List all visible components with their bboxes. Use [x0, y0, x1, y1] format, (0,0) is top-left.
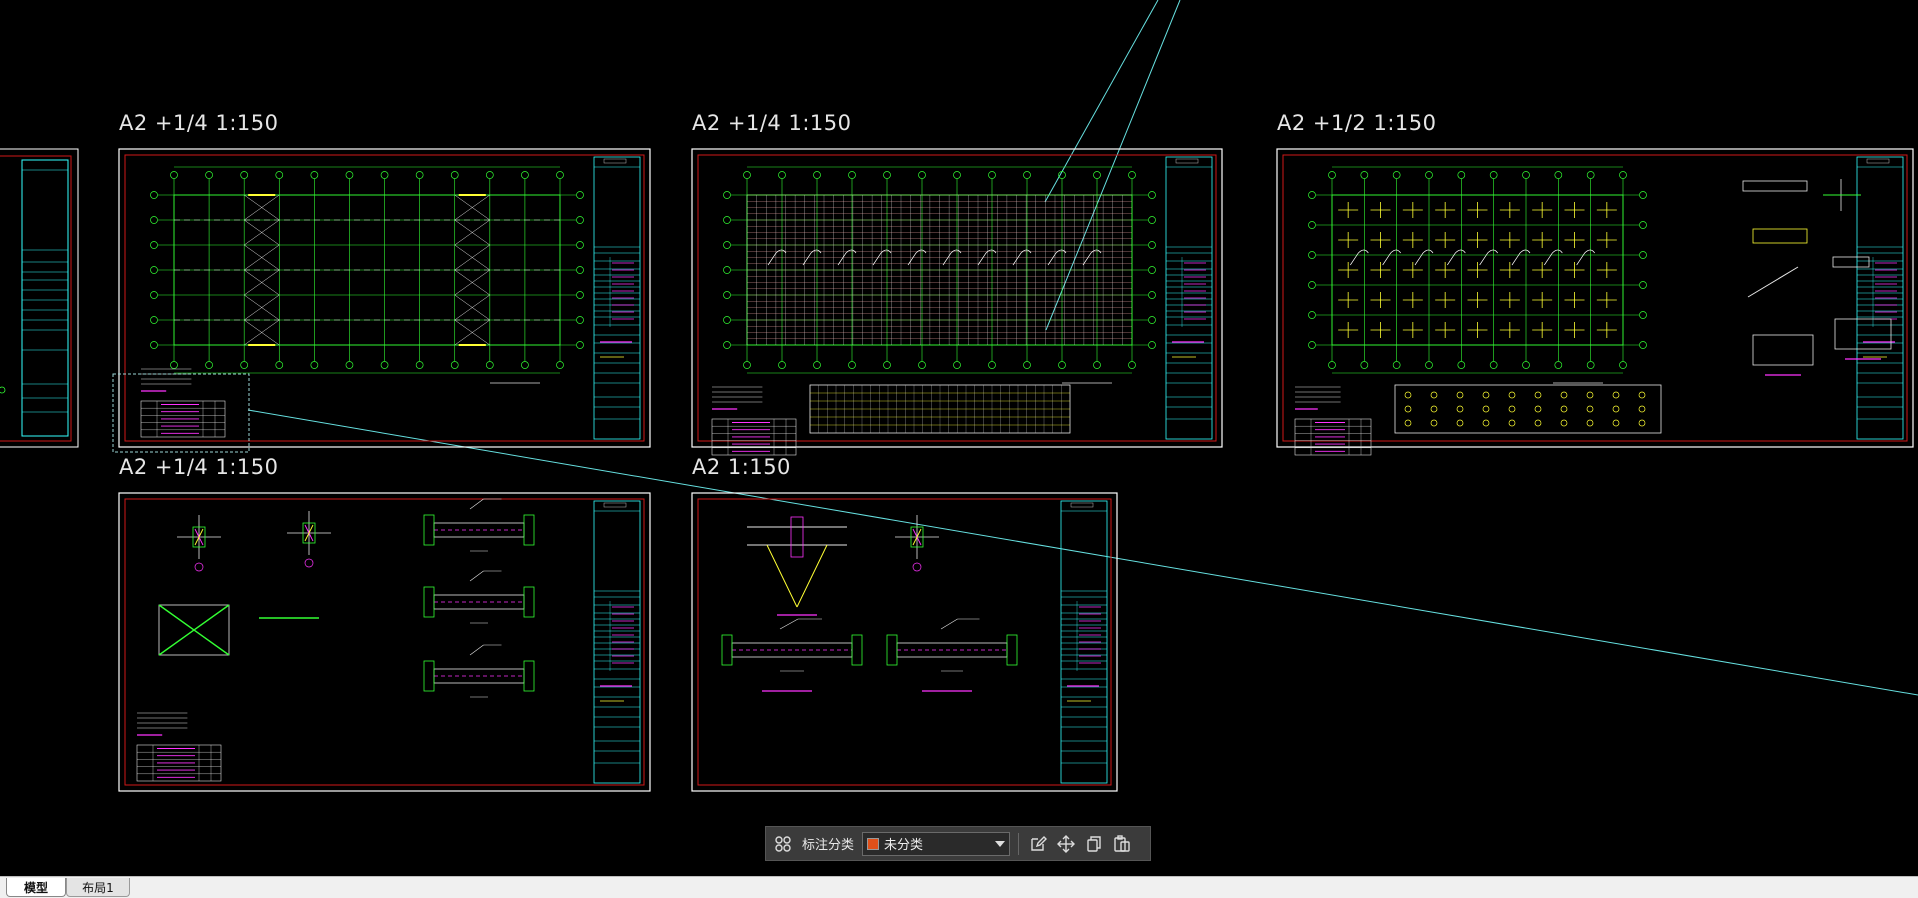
category-color-swatch: [867, 837, 880, 850]
move-icon[interactable]: [1055, 833, 1077, 855]
tab-layout1[interactable]: 布局1: [66, 878, 130, 897]
sheet-label: A2 +1/4 1:150: [119, 455, 279, 479]
category-label: 标注分类: [802, 838, 855, 853]
chevron-down-icon: [995, 840, 1006, 847]
sheet-label: A2 +1/2 1:150: [1277, 111, 1437, 135]
annotation-toolbar: 标注分类 未分类: [765, 826, 1151, 861]
drawing-canvas[interactable]: A2 +1/4 1:150 A2 +1/4 1:150 A2 +1/2 1:15…: [0, 0, 1918, 876]
category-dropdown[interactable]: 未分类: [862, 831, 1011, 856]
paste-icon[interactable]: [1111, 833, 1133, 855]
leader-lines: [247, 0, 1918, 696]
cad-drawing[interactable]: [0, 0, 1918, 876]
grid-icon[interactable]: [772, 833, 794, 855]
sheet-label: A2 +1/4 1:150: [119, 111, 279, 135]
drawing-sheet[interactable]: [691, 148, 1223, 456]
tab-model[interactable]: 模型: [6, 878, 66, 897]
edit-icon[interactable]: [1027, 833, 1049, 855]
selection-highlight[interactable]: [112, 373, 250, 453]
sheet-label: A2 1:150: [692, 455, 791, 479]
partial-sheet-left[interactable]: [0, 148, 79, 448]
drawing-sheet[interactable]: [118, 492, 651, 792]
drawing-sheet[interactable]: [691, 492, 1118, 792]
category-value: 未分类: [884, 838, 924, 853]
sheet-label: A2 +1/4 1:150: [692, 111, 852, 135]
toolbar-divider: [1018, 832, 1020, 855]
drawing-sheet[interactable]: [118, 148, 651, 448]
drawing-sheet[interactable]: [1276, 148, 1914, 456]
layout-tab-bar: 模型 布局1: [0, 876, 1918, 898]
copy-icon[interactable]: [1083, 833, 1105, 855]
